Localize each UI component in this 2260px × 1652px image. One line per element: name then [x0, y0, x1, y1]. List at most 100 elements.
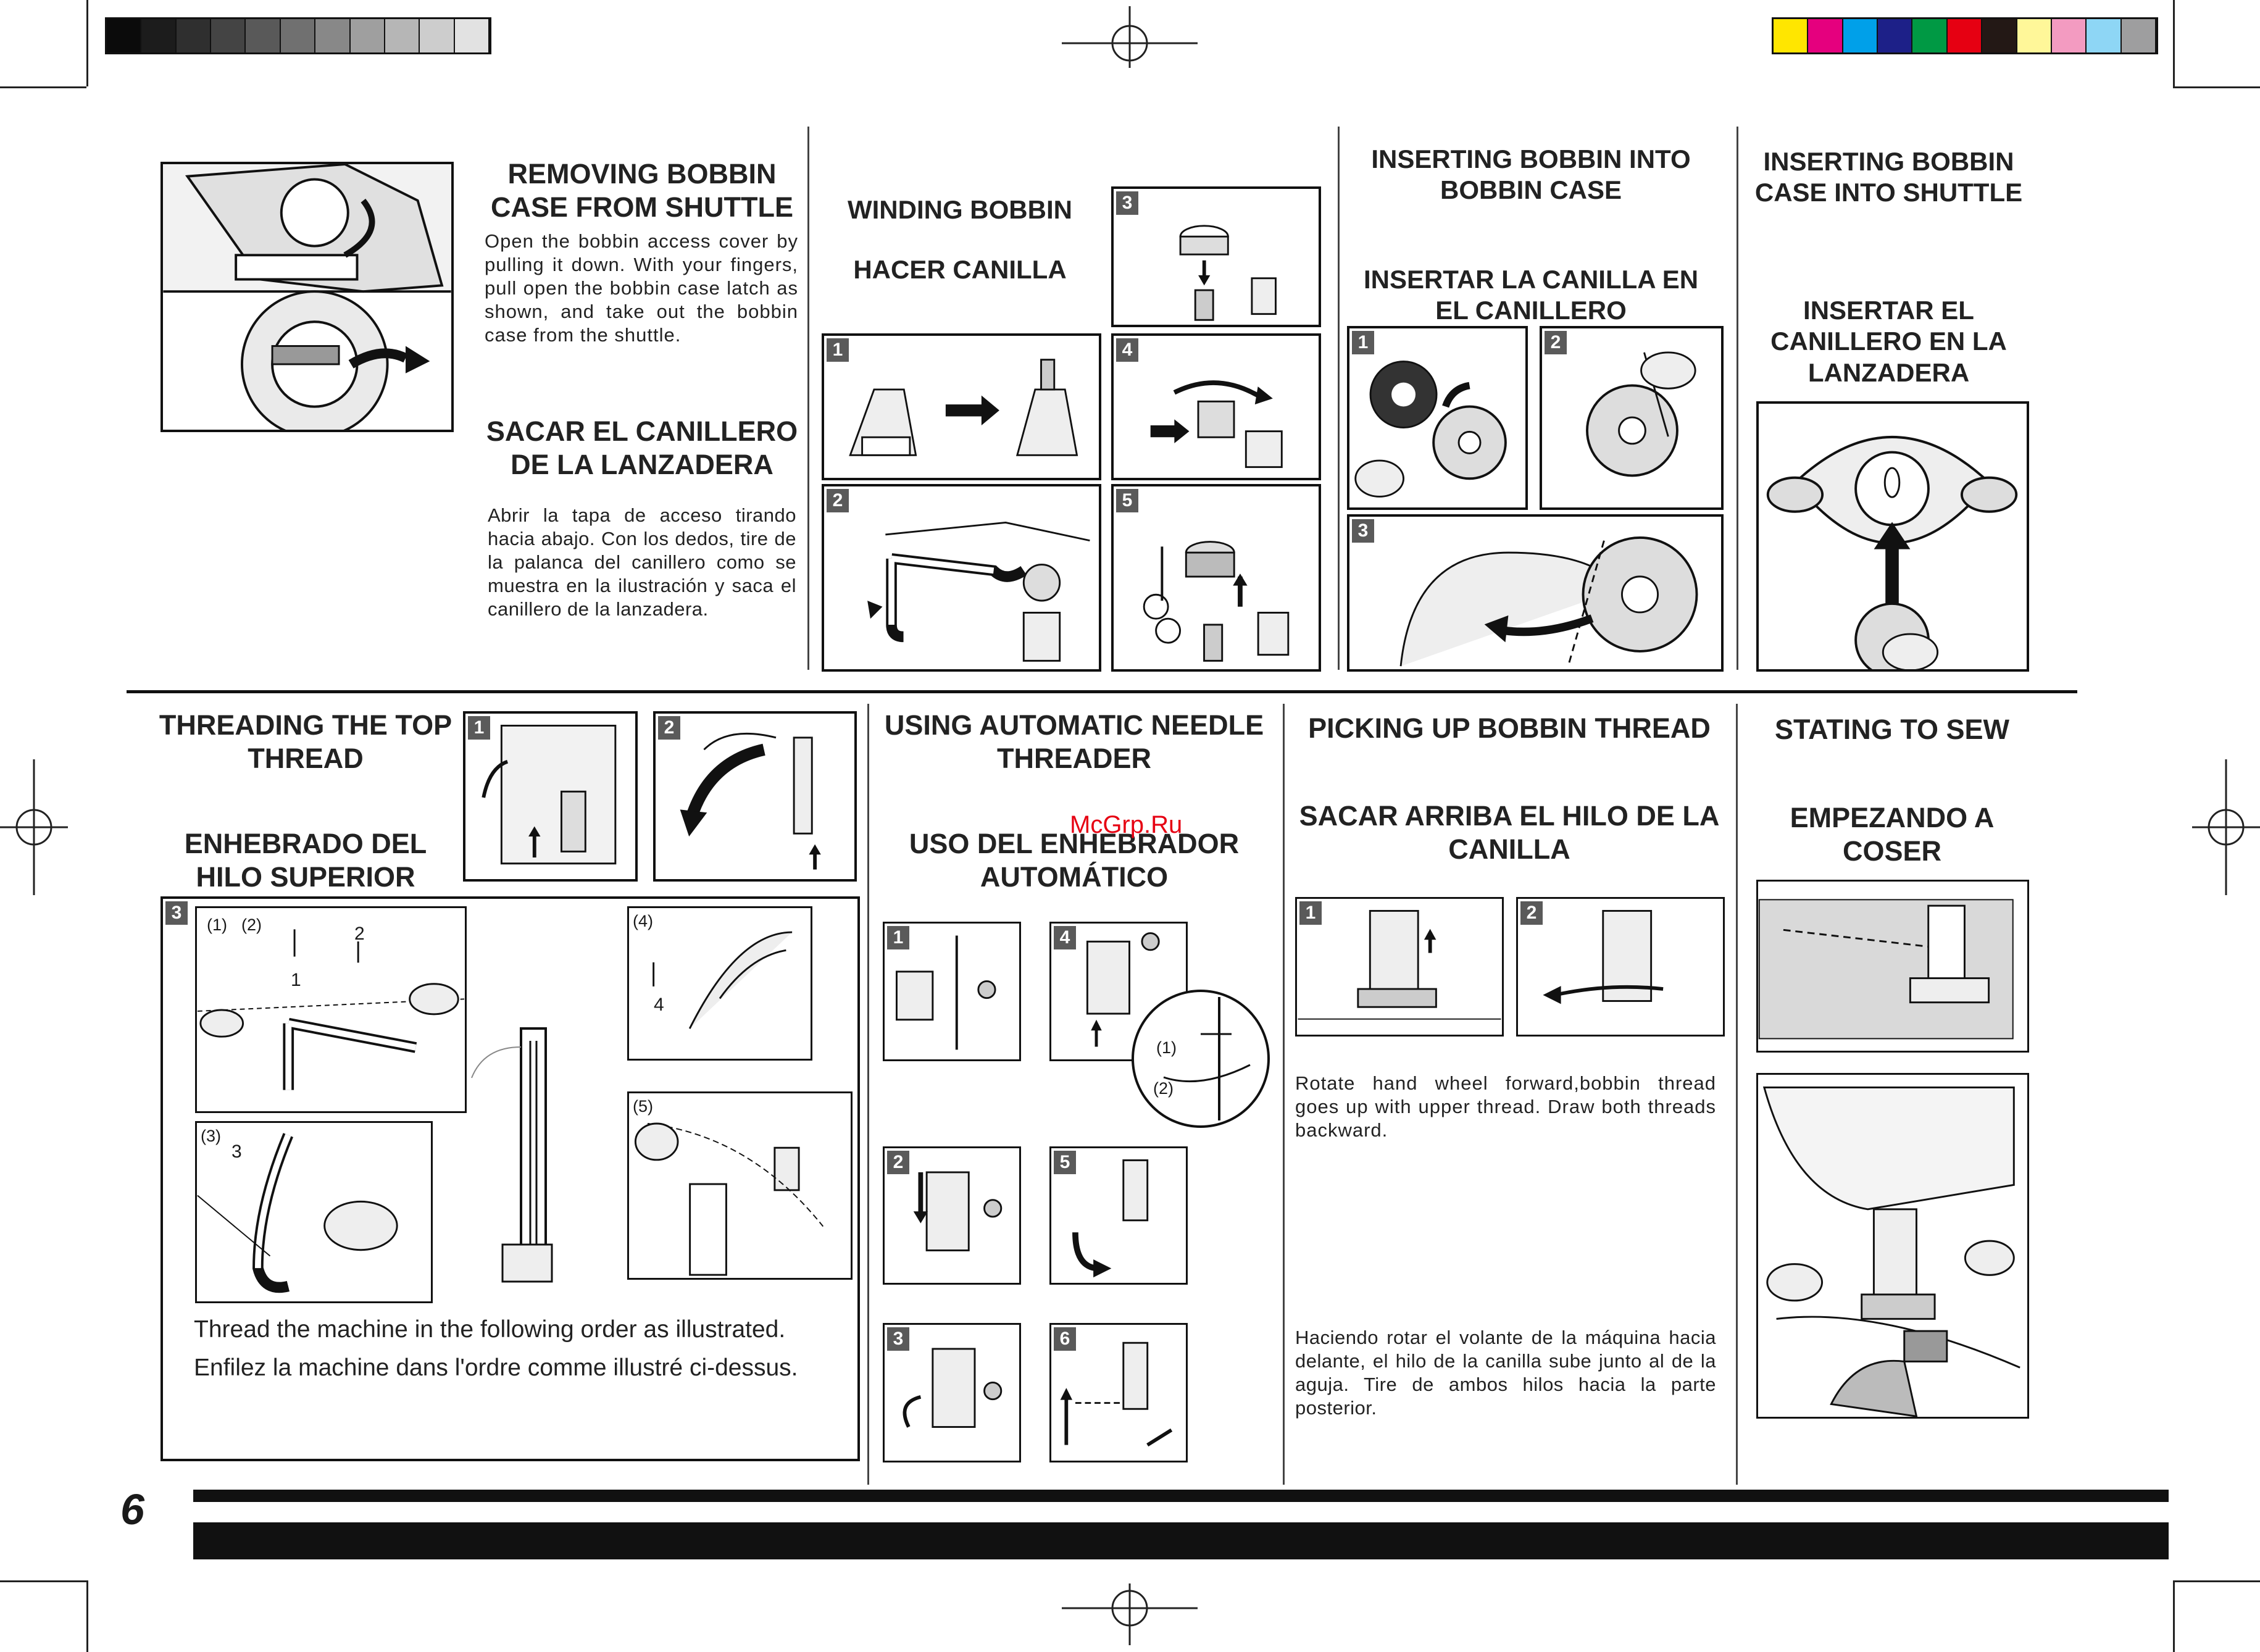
- swatch-6: [315, 19, 351, 52]
- step-badge: 6: [1054, 1327, 1076, 1351]
- label-sub-4: (4): [633, 912, 653, 930]
- winding-step-2: 2: [822, 484, 1101, 672]
- label-num-3: 3: [231, 1141, 242, 1162]
- swatch-4: [246, 19, 281, 52]
- starting-sew-machine-illustration: [1756, 1073, 2029, 1419]
- step-badge: 3: [165, 901, 188, 925]
- needle-threader-step-6: 6: [1049, 1323, 1188, 1462]
- threading-step-2: 2: [653, 711, 857, 882]
- inserting-bobbin-case-title: INSERTING BOBBIN INTO BOBBIN CASE: [1371, 144, 1691, 205]
- swatch-6: [1982, 19, 2017, 52]
- picking-up-title: PICKING UP BOBBIN THREAD: [1308, 712, 1711, 744]
- threading-instruction-fr: Enfilez la machine dans l'ordre comme il…: [194, 1354, 798, 1381]
- swatch-1: [141, 19, 177, 52]
- step-badge: 5: [1116, 489, 1138, 512]
- section-separator: [127, 690, 2077, 693]
- swatch-7: [2017, 19, 2052, 52]
- step-badge: 2: [827, 489, 849, 512]
- swatch-0: [107, 19, 142, 52]
- step-badge: 3: [1116, 191, 1138, 215]
- winding-step-5: 5: [1111, 484, 1321, 672]
- swatch-3: [1878, 19, 1913, 52]
- removing-bobbin-body: Open the bobbin access cover by pulling …: [485, 230, 798, 346]
- insertar-canillero-title: INSERTAR EL CANILLERO EN LA LANZADERA: [1770, 296, 2007, 387]
- empezando-coser-title: EMPEZANDO A COSER: [1790, 802, 1995, 867]
- divider-bottom-3: [1736, 704, 1738, 1485]
- swatch-9: [420, 19, 455, 52]
- divider-bottom-2: [1283, 704, 1285, 1485]
- threading-detail-3: (3) 3: [195, 1121, 433, 1303]
- winding-step-3: 3: [1111, 186, 1321, 327]
- step-badge: 2: [1545, 331, 1567, 354]
- swatch-4: [1912, 19, 1948, 52]
- threading-detail-4: (4) 4: [627, 906, 812, 1061]
- starting-sew-fabric-illustration: [1756, 880, 2029, 1053]
- removing-bobbin-illustration: [161, 162, 454, 432]
- registration-mark-bottom: [1062, 1583, 1198, 1645]
- swatch-8: [385, 19, 420, 52]
- swatch-9: [2087, 19, 2122, 52]
- starting-sew-title: STATING TO SEW: [1775, 714, 2009, 745]
- footer-rule-top: [193, 1490, 2169, 1502]
- watermark: McGrp.Ru: [1070, 811, 1183, 838]
- grayscale-calibration-bar: [105, 17, 491, 54]
- hacer-canilla-title: HACER CANILLA: [853, 255, 1067, 284]
- winding-step-4: 4: [1111, 333, 1321, 480]
- step-badge: 1: [468, 716, 490, 740]
- label-sub-3: (3): [201, 1127, 221, 1145]
- needle-threader-step-5: 5: [1049, 1146, 1188, 1285]
- swatch-7: [350, 19, 385, 52]
- threading-step-1: 1: [463, 711, 638, 882]
- step-badge: 5: [1054, 1151, 1076, 1174]
- bobbin-case-step-2: 2: [1540, 326, 1724, 510]
- page-number: 6: [120, 1485, 144, 1533]
- winding-bobbin-title: WINDING BOBBIN: [848, 195, 1072, 224]
- swatch-8: [2051, 19, 2087, 52]
- needle-threader-step-1: 1: [883, 922, 1021, 1061]
- registration-mark-top: [1062, 6, 1198, 68]
- winding-step-1: 1: [822, 333, 1101, 480]
- swatch-2: [1843, 19, 1878, 52]
- removing-bobbin-title: REMOVING BOBBIN CASE FROM SHUTTLE: [491, 158, 793, 223]
- threading-step-3-panel: 3 (1) (2) 1 2 (3) 3: [161, 896, 860, 1461]
- swatch-5: [280, 19, 316, 52]
- footer-rule-bottom: [193, 1522, 2169, 1559]
- needle-threader-callout: [1132, 990, 1270, 1128]
- label-num-1: 1: [291, 970, 301, 990]
- step-badge: 1: [1299, 901, 1322, 925]
- needle-threader-step-2: 2: [883, 1146, 1021, 1285]
- bobbin-case-step-1: 1: [1347, 326, 1528, 510]
- needle-threader-title: USING AUTOMATIC NEEDLE THREADER: [884, 709, 1264, 774]
- swatch-10: [2121, 19, 2156, 52]
- step-badge: 1: [1352, 331, 1374, 354]
- threading-instruction-en: Thread the machine in the following orde…: [194, 1316, 786, 1343]
- swatch-10: [454, 19, 490, 52]
- callout-label-1: (1): [1156, 1038, 1177, 1057]
- divider-top-2: [1338, 127, 1340, 670]
- label-num-4: 4: [654, 995, 664, 1015]
- picking-up-body-en: Rotate hand wheel forward,bobbin thread …: [1295, 1072, 1716, 1141]
- swatch-1: [1808, 19, 1843, 52]
- shuttle-illustration: [1756, 401, 2029, 672]
- label-sub-1: (1): [207, 916, 227, 934]
- picking-up-step-2: 2: [1516, 897, 1725, 1037]
- divider-top-1: [807, 127, 809, 670]
- sacar-canillero-body: Abrir la tapa de acceso tirando hacia ab…: [488, 504, 796, 620]
- sacar-arriba-title: SACAR ARRIBA EL HILO DE LA CANILLA: [1299, 800, 1720, 865]
- threading-top-title: THREADING THE TOP THREAD: [159, 709, 452, 774]
- step-badge: 2: [1520, 901, 1543, 925]
- threading-detail-1-2: (1) (2) 1 2: [195, 906, 467, 1113]
- sacar-canillero-title: SACAR EL CANILLERO DE LA LANZADERA: [486, 415, 798, 480]
- step-badge: 2: [887, 1151, 909, 1174]
- step-badge: 3: [1352, 519, 1374, 543]
- label-sub-5: (5): [633, 1097, 653, 1116]
- swatch-0: [1774, 19, 1809, 52]
- threading-detail-5: (5): [627, 1091, 853, 1280]
- uso-enhebrador-title: USO DEL ENHEBRADOR AUTOMÁTICO: [909, 828, 1240, 893]
- machine-threading-outline: [471, 1027, 553, 1283]
- swatch-3: [211, 19, 246, 52]
- enhebrado-title: ENHEBRADO DEL HILO SUPERIOR: [184, 828, 427, 893]
- picking-up-step-1: 1: [1295, 897, 1504, 1037]
- step-badge: 1: [827, 338, 849, 362]
- label-num-2: 2: [354, 924, 365, 944]
